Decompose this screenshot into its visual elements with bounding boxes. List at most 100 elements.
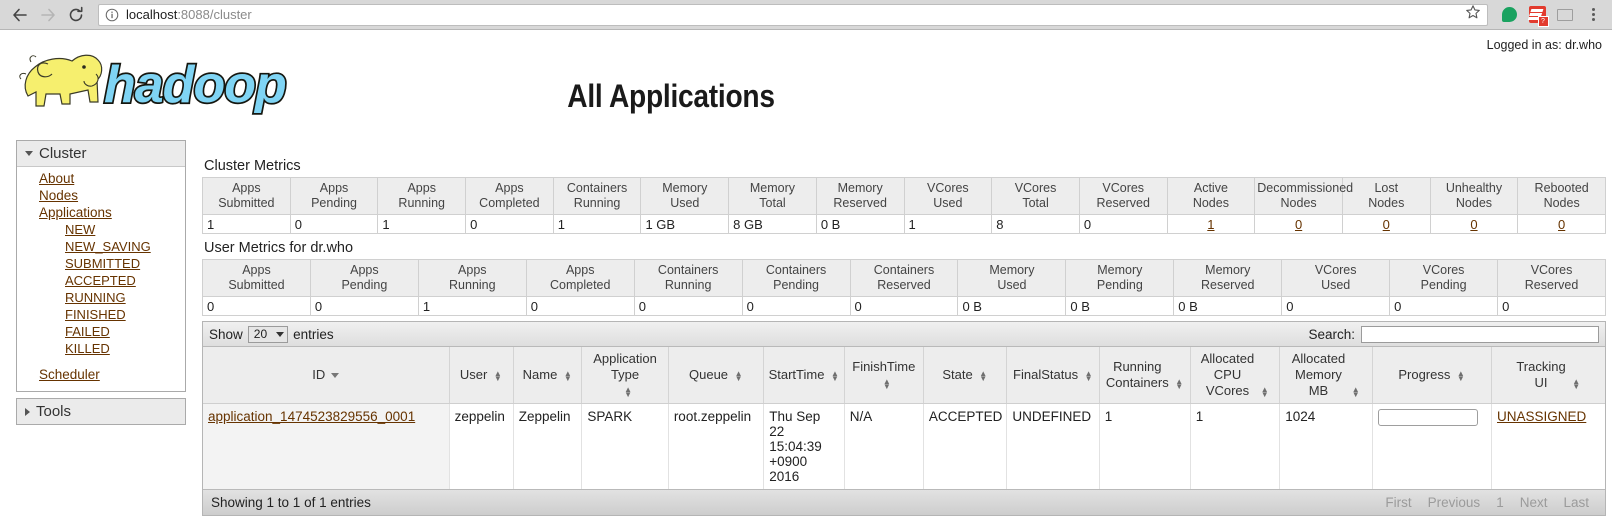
apps-column-header-finishtime[interactable]: FinishTime▲▼ — [843, 347, 924, 404]
page-title: All Applications — [567, 78, 775, 114]
sort-both-icon: ▲▼ — [734, 368, 743, 383]
cluster-metric-value-15[interactable]: 0 — [1517, 214, 1606, 234]
user-metrics-title: User Metrics for dr.who — [204, 240, 354, 256]
hadoop-logo[interactable]: hadoop — [8, 34, 308, 122]
logged-in-label: Logged in as: dr.who — [1486, 38, 1602, 52]
cluster-metric-value-13[interactable]: 0 — [1341, 214, 1431, 234]
apps-column-header-state[interactable]: State▲▼ — [922, 347, 1007, 404]
page-number-1[interactable]: 1 — [1496, 495, 1504, 510]
forward-button[interactable] — [34, 1, 62, 29]
sidebar-item-new-saving[interactable]: NEW_SAVING — [65, 239, 151, 254]
sidebar-item-applications[interactable]: Applications — [39, 205, 112, 220]
cell-allocated-memory-mb: 1024 — [1279, 403, 1373, 489]
sidebar-item-accepted[interactable]: ACCEPTED — [65, 273, 136, 288]
cluster-metric-link-12[interactable]: 0 — [1294, 216, 1303, 232]
url-text: localhost:8088/cluster — [126, 7, 252, 22]
cluster-metric-link-15[interactable]: 0 — [1558, 216, 1566, 232]
user-metric-value-6: 0 — [849, 296, 959, 316]
info-icon[interactable] — [105, 8, 119, 22]
applications-datatable: Show 20 entries Search: — [202, 321, 1606, 516]
user-metric-value-10: 0 — [1281, 296, 1391, 316]
apps-column-header-progress[interactable]: Progress▲▼ — [1371, 347, 1492, 404]
user-metric-value-3: 0 — [525, 296, 635, 316]
sidebar-item-nodes[interactable]: Nodes — [39, 188, 79, 203]
hangouts-extension-icon[interactable] — [1496, 2, 1522, 28]
sidebar-item-about[interactable]: About — [39, 171, 75, 186]
kebab-menu-icon[interactable] — [1580, 2, 1606, 28]
cell-final-status: UNDEFINED — [1006, 403, 1100, 489]
cell-start-time: Thu Sep 22 15:04:39 +0900 2016 — [763, 403, 845, 489]
hadoop-wordmark: hadoop — [102, 54, 288, 115]
page-first-button[interactable]: First — [1385, 495, 1412, 510]
bookmark-star-icon[interactable] — [1465, 4, 1481, 25]
sidebar-item-submitted[interactable]: SUBMITTED — [65, 256, 141, 271]
page-next-button[interactable]: Next — [1519, 495, 1548, 510]
search-input[interactable] — [1361, 325, 1599, 343]
column-label: StartTime — [768, 367, 825, 382]
apps-column-header-queue[interactable]: Queue▲▼ — [667, 347, 764, 404]
tracking-ui-link[interactable]: UNASSIGNED — [1497, 409, 1587, 424]
cluster-panel-header[interactable]: Cluster — [17, 141, 185, 167]
cluster-metric-link-13[interactable]: 0 — [1382, 216, 1390, 232]
sidebar-item-scheduler[interactable]: Scheduler — [39, 367, 100, 382]
cast-icon[interactable] — [1552, 2, 1578, 28]
application-id-link[interactable]: application_1474523829556_0001 — [208, 409, 416, 424]
cell-id[interactable]: application_1474523829556_0001 — [203, 403, 450, 489]
chevron-down-icon — [25, 151, 33, 156]
page-length-value: 20 — [253, 327, 268, 341]
cluster-metric-value-12[interactable]: 0 — [1254, 214, 1343, 234]
sidebar-item-new[interactable]: NEW — [65, 222, 96, 237]
cell-name: Zeppelin — [512, 403, 582, 489]
tools-panel-header[interactable]: Tools — [17, 399, 185, 424]
reload-button[interactable] — [62, 1, 90, 29]
todoist-extension-icon[interactable] — [1524, 2, 1550, 28]
sidebar-item-failed[interactable]: FAILED — [65, 324, 110, 339]
sidebar-item-killed[interactable]: KILLED — [65, 341, 110, 356]
page-length-select[interactable]: 20 — [247, 325, 289, 343]
chevron-right-icon — [25, 407, 30, 416]
cluster-metric-value-7: 0 B — [815, 214, 905, 234]
apps-column-header-id[interactable]: ID — [203, 347, 450, 404]
cluster-metric-link-11[interactable]: 1 — [1207, 216, 1215, 232]
cluster-metric-value-5: 1 GB — [640, 214, 730, 234]
sidebar-item-finished[interactable]: FINISHED — [65, 307, 126, 322]
page-previous-button[interactable]: Previous — [1427, 495, 1481, 510]
back-button[interactable] — [6, 1, 34, 29]
cluster-metric-link-14[interactable]: 0 — [1470, 216, 1478, 232]
apps-column-header-name[interactable]: Name▲▼ — [512, 347, 582, 404]
user-metric-value-7: 0 B — [957, 296, 1067, 316]
page-last-button[interactable]: Last — [1563, 495, 1589, 510]
cell-tracking-ui[interactable]: UNASSIGNED — [1491, 403, 1605, 489]
cluster-metric-value-11[interactable]: 1 — [1166, 214, 1256, 234]
column-label: Name — [522, 367, 558, 382]
address-bar[interactable]: localhost:8088/cluster — [98, 3, 1488, 26]
sidebar-item-running[interactable]: RUNNING — [65, 290, 126, 305]
cluster-panel: Cluster About Nodes Applications NEW NEW… — [16, 140, 186, 392]
sort-both-icon: ▲▼ — [979, 368, 988, 383]
user-metric-value-1: 0 — [309, 296, 419, 316]
cell-allocated-cpu-vcores: 1 — [1189, 403, 1280, 489]
apps-column-header-user[interactable]: User▲▼ — [448, 347, 514, 404]
cluster-metric-value-14[interactable]: 0 — [1429, 214, 1519, 234]
apps-column-header-starttime[interactable]: StartTime ▲▼ — [763, 347, 845, 404]
column-label: FinalStatus — [1013, 367, 1079, 382]
apps-column-header-finalstatus[interactable]: FinalStatus▲▼ — [1006, 347, 1100, 404]
url-path: :8088/cluster — [177, 7, 252, 22]
sort-both-icon: ▲▼ — [830, 368, 839, 383]
